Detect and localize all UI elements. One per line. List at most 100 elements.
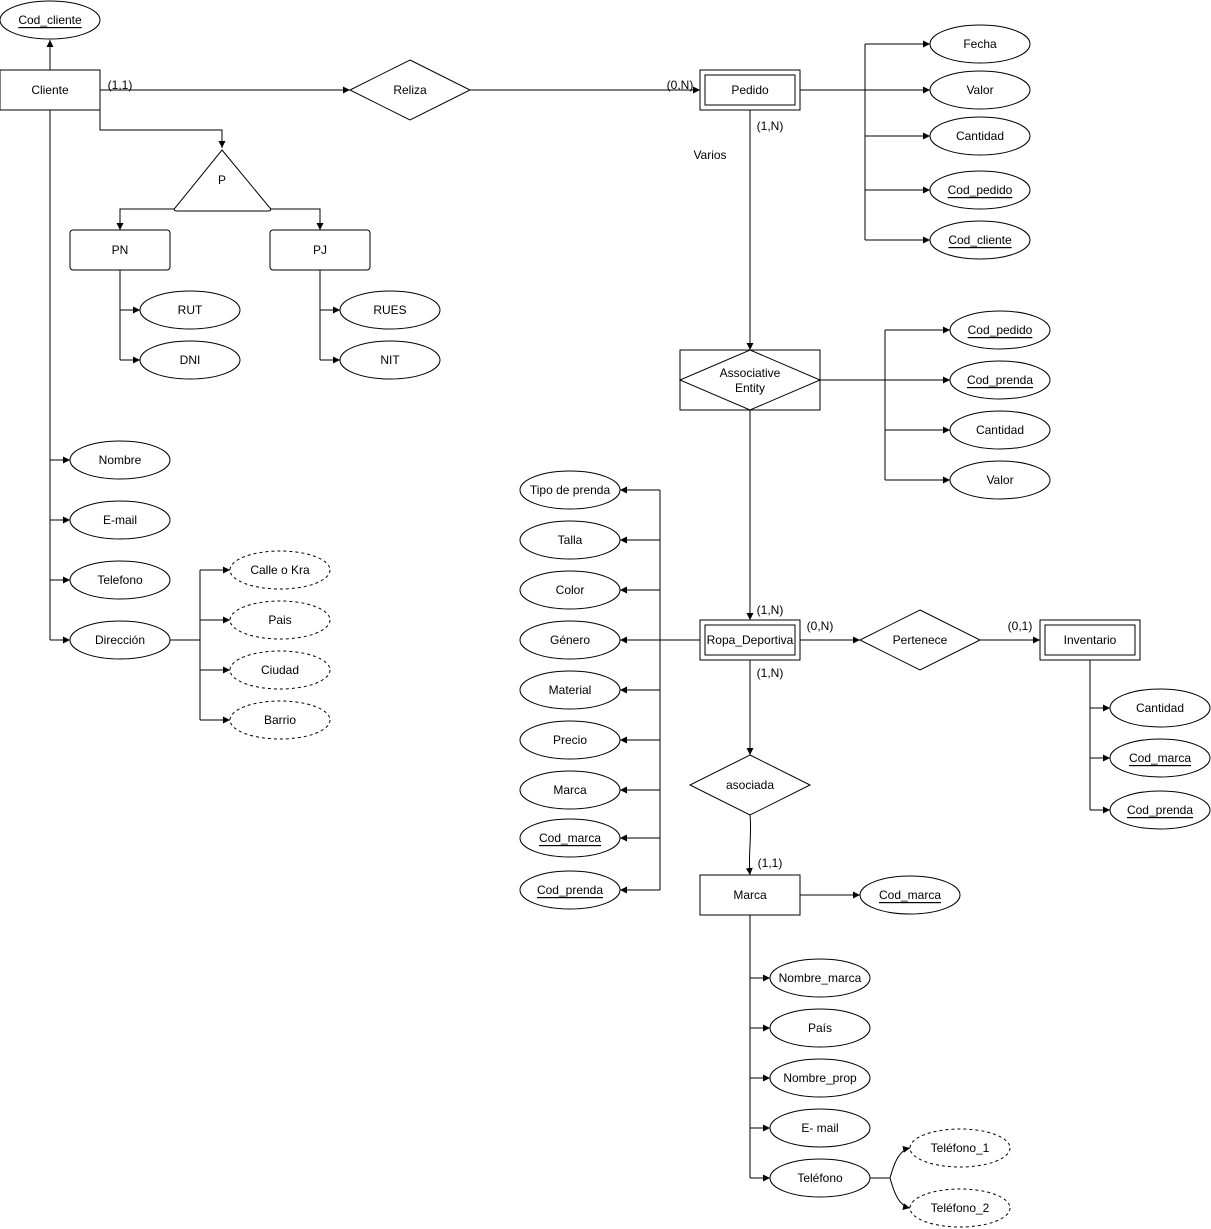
entity-pn[interactable]: PN bbox=[69, 229, 171, 271]
entity-label: Inventario bbox=[1064, 633, 1117, 647]
attribute-assoc-cod-pedido[interactable]: Cod_pedido bbox=[949, 310, 1051, 350]
card-pedido-down: (1,N) bbox=[757, 119, 784, 133]
specialization-triangle[interactable]: P bbox=[173, 149, 272, 212]
attribute-cliente-telefono[interactable]: Telefono bbox=[69, 560, 171, 600]
attribute-label: País bbox=[808, 1021, 832, 1035]
attribute-label: Dirección bbox=[95, 633, 145, 647]
attribute-assoc-cantidad[interactable]: Cantidad bbox=[949, 410, 1051, 450]
entity-label: PN bbox=[112, 243, 129, 257]
attribute-ropa-tipo[interactable]: Tipo de prenda bbox=[519, 470, 621, 510]
attribute-label: Ciudad bbox=[261, 663, 299, 677]
entity-label: PJ bbox=[313, 243, 327, 257]
attribute-ropa-cod-prenda[interactable]: Cod_prenda bbox=[519, 870, 621, 910]
card-ropa-top: (1,N) bbox=[757, 603, 784, 617]
card-reliza-pedido: (0,N) bbox=[667, 78, 694, 92]
attribute-pj-rues[interactable]: RUES bbox=[339, 290, 441, 330]
entity-marca[interactable]: Marca bbox=[699, 874, 801, 916]
attribute-pedido-cod-cliente[interactable]: Cod_cliente bbox=[929, 220, 1031, 260]
attribute-label: Valor bbox=[986, 473, 1013, 487]
edge-p-pj bbox=[270, 208, 324, 230]
attribute-label: Cod_marca bbox=[879, 888, 941, 902]
attribute-label: Cod_pedido bbox=[968, 323, 1033, 337]
attribute-label: Cod_marca bbox=[1129, 751, 1191, 765]
attribute-label: Cantidad bbox=[956, 129, 1004, 143]
attribute-marca-cod-marca[interactable]: Cod_marca bbox=[859, 875, 961, 915]
attribute-dir-ciudad[interactable]: Ciudad bbox=[229, 650, 331, 690]
attribute-label: Cod_cliente bbox=[948, 233, 1012, 247]
attribute-pn-rut[interactable]: RUT bbox=[139, 290, 241, 330]
attribute-assoc-cod-prenda[interactable]: Cod_prenda bbox=[949, 360, 1051, 400]
attribute-pj-nit[interactable]: NIT bbox=[339, 340, 441, 380]
relationship-pertenece[interactable]: Pertenece bbox=[858, 609, 982, 671]
attribute-inv-cantidad[interactable]: Cantidad bbox=[1109, 688, 1211, 728]
attribute-marca-nombre[interactable]: Nombre_marca bbox=[769, 958, 871, 998]
relationship-label: Pertenece bbox=[893, 633, 948, 647]
attribute-label: Color bbox=[556, 583, 585, 597]
attribute-label: Talla bbox=[558, 533, 583, 547]
entity-cliente[interactable]: Cliente bbox=[0, 69, 101, 111]
attribute-label: Cantidad bbox=[976, 423, 1024, 437]
attribute-label: Cod_prenda bbox=[967, 373, 1033, 387]
attribute-marca-email[interactable]: E- mail bbox=[769, 1108, 871, 1148]
attribute-label: Cod_cliente bbox=[18, 13, 82, 27]
entity-label: Ropa_Deportiva bbox=[707, 633, 794, 647]
card-pertenece-inventario: (0,1) bbox=[1008, 619, 1033, 633]
attribute-tel-2[interactable]: Teléfono_2 bbox=[909, 1188, 1011, 1228]
attribute-ropa-color[interactable]: Color bbox=[519, 570, 621, 610]
attribute-inv-cod-marca[interactable]: Cod_marca bbox=[1109, 738, 1211, 778]
edge-tel-2 bbox=[889, 1177, 911, 1211]
attribute-ropa-genero[interactable]: Género bbox=[519, 620, 621, 660]
entity-pedido[interactable]: Pedido bbox=[699, 69, 801, 111]
attribute-label: DNI bbox=[180, 353, 201, 367]
edge-tel-1 bbox=[889, 1145, 911, 1179]
attribute-ropa-cod-marca[interactable]: Cod_marca bbox=[519, 818, 621, 858]
attribute-dir-pais[interactable]: Pais bbox=[229, 600, 331, 640]
attribute-label: Cod_prenda bbox=[1127, 803, 1193, 817]
attribute-pedido-valor[interactable]: Valor bbox=[929, 70, 1031, 110]
attribute-cliente-email[interactable]: E-mail bbox=[69, 500, 171, 540]
attribute-marca-nombre-prop[interactable]: Nombre_prop bbox=[769, 1058, 871, 1098]
attribute-label: Cod_prenda bbox=[537, 883, 603, 897]
attribute-label: Tipo de prenda bbox=[530, 483, 611, 497]
attribute-ropa-marca[interactable]: Marca bbox=[519, 770, 621, 810]
attribute-pedido-cod-pedido[interactable]: Cod_pedido bbox=[929, 170, 1031, 210]
attribute-ropa-talla[interactable]: Talla bbox=[519, 520, 621, 560]
relationship-reliza[interactable]: Reliza bbox=[348, 59, 472, 121]
attribute-label: Nombre bbox=[99, 453, 142, 467]
attribute-dir-barrio[interactable]: Barrio bbox=[229, 700, 331, 740]
card-ropa-down: (1,N) bbox=[757, 666, 784, 680]
attribute-pedido-cantidad[interactable]: Cantidad bbox=[929, 116, 1031, 156]
attribute-cliente-nombre[interactable]: Nombre bbox=[69, 440, 171, 480]
entity-label: Pedido bbox=[731, 83, 769, 97]
attribute-label: Cod_pedido bbox=[948, 183, 1013, 197]
attribute-label: Barrio bbox=[264, 713, 296, 727]
attribute-label: Cod_marca bbox=[539, 831, 601, 845]
attribute-marca-telefono[interactable]: Teléfono bbox=[769, 1158, 871, 1198]
attribute-label: Valor bbox=[966, 83, 993, 97]
attribute-assoc-valor[interactable]: Valor bbox=[949, 460, 1051, 500]
attribute-tel-1[interactable]: Teléfono_1 bbox=[909, 1128, 1011, 1168]
attribute-ropa-material[interactable]: Material bbox=[519, 670, 621, 710]
entity-inventario[interactable]: Inventario bbox=[1039, 619, 1141, 661]
entity-label: Cliente bbox=[31, 83, 69, 97]
attribute-cliente-direccion[interactable]: Dirección bbox=[69, 620, 171, 660]
attribute-label: Género bbox=[550, 633, 590, 647]
edge-cliente-p bbox=[99, 110, 226, 148]
attribute-dir-calle[interactable]: Calle o Kra bbox=[229, 550, 331, 590]
attribute-label: Pais bbox=[268, 613, 291, 627]
associative-label-line2: Entity bbox=[735, 381, 765, 395]
attribute-label: Cantidad bbox=[1136, 701, 1184, 715]
attribute-pedido-fecha[interactable]: Fecha bbox=[929, 24, 1031, 64]
entity-pj[interactable]: PJ bbox=[269, 229, 371, 271]
relationship-asociada[interactable]: asociada bbox=[688, 754, 812, 816]
attribute-cliente-cod-cliente[interactable]: Cod_cliente bbox=[0, 0, 101, 40]
attribute-marca-pais[interactable]: País bbox=[769, 1008, 871, 1048]
attribute-inv-cod-prenda[interactable]: Cod_prenda bbox=[1109, 790, 1211, 830]
entity-ropa[interactable]: Ropa_Deportiva bbox=[699, 619, 801, 661]
attribute-pn-dni[interactable]: DNI bbox=[139, 340, 241, 380]
card-cliente-reliza: (1,1) bbox=[108, 78, 133, 92]
attribute-ropa-precio[interactable]: Precio bbox=[519, 720, 621, 760]
card-marca-top: (1,1) bbox=[758, 856, 783, 870]
